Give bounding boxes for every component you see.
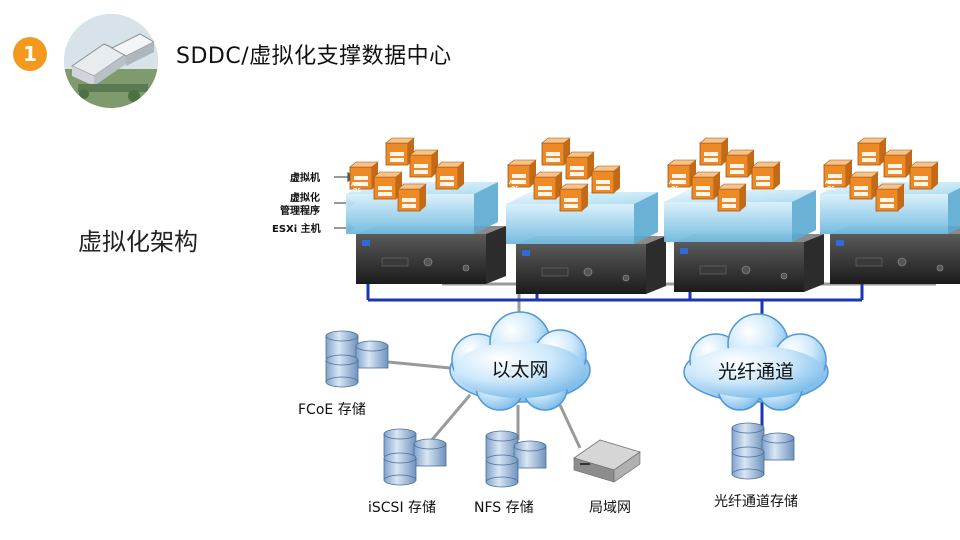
fcoe-storage-label: FCoE 存储 [298,402,366,418]
layer-labels: 虚拟机 虚拟化 管理程序 ESXi 主机 [272,171,356,235]
svg-text:APP: APP [351,182,363,188]
fibre-channel-cloud: 光纤通道 [683,313,829,411]
lan-label: 局域网 [589,500,631,516]
svg-text:OS: OS [671,186,679,192]
section-subtitle: 虚拟化架构 [78,228,198,256]
vm-group-2: APP OS [507,137,621,212]
iscsi-storage-label: iSCSI 存储 [368,500,436,516]
svg-text:OS: OS [353,188,361,194]
vm-group-4: APP OS [823,137,939,212]
vm-group-1: APP OS [349,137,465,212]
fibre-channel-storage-label: 光纤通道存储 [714,494,798,510]
fcoe-storage-icon [325,330,389,388]
fibre-channel-cloud-label: 光纤通道 [718,361,794,383]
svg-text:OS: OS [511,186,519,192]
lan-router-icon [573,439,641,483]
ethernet-cloud: 以太网 [449,311,591,411]
step-badge: 1 [13,37,47,71]
iscsi-storage-icon [383,428,447,486]
layer-label-virt: 虚拟化 [290,191,320,204]
svg-text:APP: APP [669,180,681,186]
layer-label-esxi: ESXi 主机 [272,222,321,235]
ethernet-cloud-label: 以太网 [491,359,548,381]
layer-label-vm: 虚拟机 [290,171,320,184]
layer-label-hypervisor: 管理程序 [280,204,320,217]
fibre-channel-storage-icon [731,422,795,480]
nfs-storage-label: NFS 存储 [474,500,534,516]
svg-text:OS: OS [827,186,835,192]
page-title: SDDC/虚拟化支撑数据中心 [176,44,452,69]
nfs-storage-icon [485,430,547,488]
svg-text:APP: APP [509,180,521,186]
svg-text:APP: APP [825,180,837,186]
vm-group-3: APP OS [667,137,781,212]
